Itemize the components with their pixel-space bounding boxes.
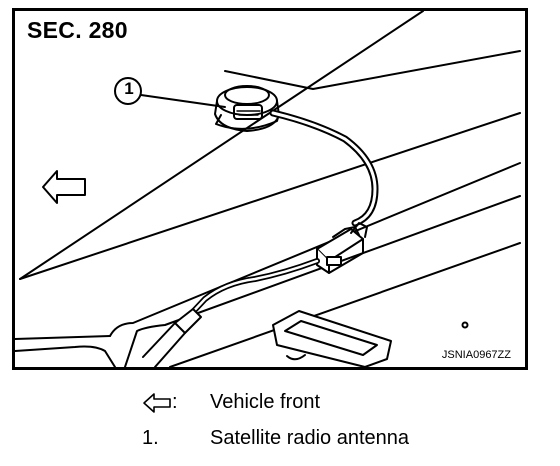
section-label: SEC. 280 <box>27 17 128 43</box>
front-arrow-icon <box>42 170 86 204</box>
callout-number: 1 <box>124 79 134 98</box>
headliner-lamp <box>272 310 469 367</box>
legend-number: 1. <box>142 427 159 449</box>
roof-rear-edge <box>19 112 521 280</box>
roof-antenna-illustration <box>15 11 521 367</box>
image-code: JSNIA0967ZZ <box>441 349 511 361</box>
front-arrow-icon <box>143 393 171 413</box>
legend-text: Vehicle front <box>210 391 321 413</box>
rail-inner <box>15 345 116 367</box>
roof-rail-upper <box>109 162 521 337</box>
diagram-figure: SEC. 280 1 JSNIA0967ZZ <box>12 8 528 370</box>
legend-symbol: : <box>138 387 188 417</box>
legend-text: Satellite radio antenna <box>210 427 410 449</box>
antenna-base <box>214 85 280 132</box>
roof-rail-lower <box>124 195 521 367</box>
legend-symbol: 1. <box>138 423 188 453</box>
legend-colon: : <box>172 391 178 413</box>
antenna-connector <box>316 222 368 274</box>
callout-leader <box>140 94 226 108</box>
cable-plug <box>174 308 202 334</box>
roof-panel-outline <box>19 11 521 280</box>
roof-rail-mid <box>15 335 111 340</box>
legend-row-antenna: 1. Satellite radio antenna <box>0 423 560 453</box>
roof-rail-bottom <box>169 242 521 367</box>
callout-bubble <box>114 77 142 105</box>
legend-row-vehicle-front: : Vehicle front <box>0 387 560 417</box>
